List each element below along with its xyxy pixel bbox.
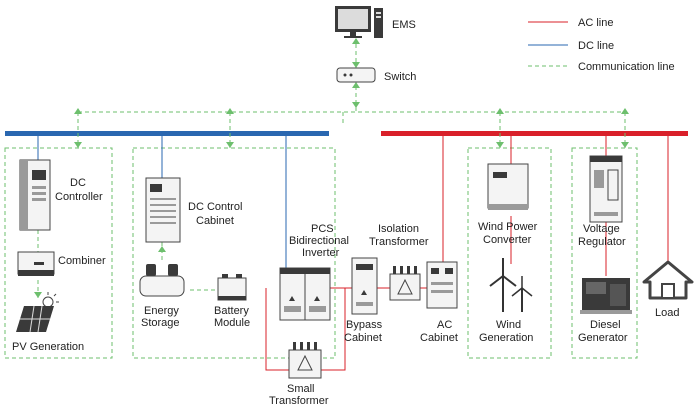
switch-icon bbox=[336, 67, 376, 83]
load-label: Load bbox=[655, 307, 679, 319]
voltage-regulator-icon bbox=[589, 155, 623, 223]
wind-power-converter-label-1: Wind Power bbox=[478, 221, 538, 233]
wind-generation-label-1: Wind bbox=[496, 319, 521, 331]
wind-generation-label-2: Generation bbox=[479, 332, 533, 344]
ems-label: EMS bbox=[392, 19, 416, 31]
pcs-label-2: Bidirectional bbox=[289, 235, 349, 247]
communication-lines bbox=[34, 38, 629, 300]
ac-bus bbox=[381, 131, 688, 136]
generator-icon bbox=[580, 278, 632, 314]
combiner-label: Combiner bbox=[58, 255, 106, 267]
ac-wiring bbox=[265, 136, 669, 371]
isolation-transformer-label-2: Transformer bbox=[369, 236, 429, 248]
bypass-cabinet-label-2: Cabinet bbox=[344, 332, 382, 344]
pcs-label-3: Inverter bbox=[302, 247, 340, 259]
small-transformer-label-2: Transformer bbox=[269, 395, 329, 407]
energy-storage-label-2: Storage bbox=[141, 317, 180, 329]
isolation-transformer-label-1: Isolation bbox=[378, 223, 419, 235]
wind-turbine-icon bbox=[489, 258, 533, 312]
battery-icon bbox=[217, 274, 247, 301]
wind-power-converter-label-2: Converter bbox=[483, 234, 532, 246]
ac-cabinet-icon bbox=[426, 261, 458, 309]
ac-cabinet-label-2: Cabinet bbox=[420, 332, 458, 344]
pv-generation-label: PV Generation bbox=[12, 341, 84, 353]
isolation-transformer-icon bbox=[389, 266, 421, 301]
diesel-generator-label-2: Generator bbox=[578, 332, 628, 344]
energy-storage-icon bbox=[139, 264, 185, 297]
battery-module-label-1: Battery bbox=[214, 305, 249, 317]
solar-panel-icon bbox=[16, 292, 59, 333]
storage-group-box bbox=[132, 147, 336, 359]
dc-wiring bbox=[37, 136, 287, 270]
combiner-icon bbox=[17, 251, 55, 276]
pcs-label-1: PCS bbox=[311, 223, 334, 235]
voltage-regulator-label-1: Voltage bbox=[583, 223, 620, 235]
switch-label: Switch bbox=[384, 71, 416, 83]
legend-dc-label: DC line bbox=[578, 40, 614, 52]
dc-control-cabinet-label-1: DC Control bbox=[188, 201, 242, 213]
dc-controller-label-2: Controller bbox=[55, 191, 103, 203]
diesel-group-box bbox=[571, 147, 638, 359]
dc-control-cabinet-label-2: Cabinet bbox=[196, 215, 234, 227]
house-icon bbox=[642, 260, 694, 300]
small-transformer-label-1: Small bbox=[287, 383, 315, 395]
wind-power-converter-icon bbox=[487, 163, 529, 210]
legend: AC line DC line Communication line bbox=[528, 17, 675, 73]
small-transformer-icon bbox=[288, 342, 322, 379]
dc-controller-label-1: DC bbox=[70, 177, 86, 189]
dc-bus bbox=[5, 131, 329, 136]
battery-module-label-2: Module bbox=[214, 317, 250, 329]
pv-group-box bbox=[4, 147, 113, 359]
dc-controller-cabinet-icon bbox=[19, 159, 51, 231]
bypass-cabinet-label-1: Bypass bbox=[346, 319, 383, 331]
pcs-inverter-icon bbox=[279, 267, 331, 321]
dc-control-cabinet-icon bbox=[145, 177, 181, 243]
legend-comm-label: Communication line bbox=[578, 61, 675, 73]
diesel-generator-label-1: Diesel bbox=[590, 319, 621, 331]
energy-storage-label-1: Energy bbox=[144, 305, 179, 317]
legend-ac-label: AC line bbox=[578, 17, 613, 29]
bypass-cabinet-icon bbox=[351, 257, 378, 315]
ac-cabinet-label-1: AC bbox=[437, 319, 452, 331]
voltage-regulator-label-2: Regulator bbox=[578, 236, 626, 248]
ems-monitor-icon bbox=[335, 6, 383, 38]
